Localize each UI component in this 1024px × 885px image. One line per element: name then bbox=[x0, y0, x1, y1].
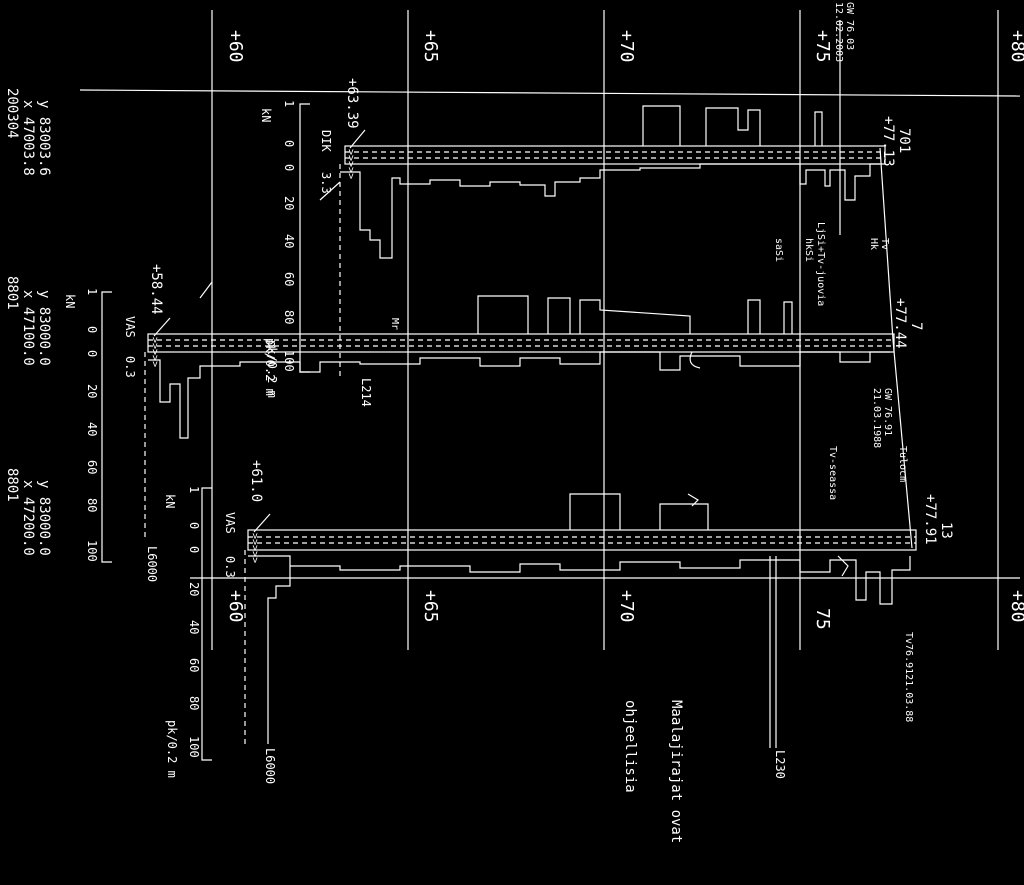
end-mark: VAS bbox=[223, 512, 237, 534]
scale-tick: 100 bbox=[85, 540, 99, 562]
soil-label: LjSi+Tv-juovia bbox=[815, 222, 826, 306]
borehole-8801-a: 8801 x 47100.0 y 83000.0 7 +77.44 +58.44… bbox=[4, 264, 924, 582]
note-label: L6000 bbox=[263, 748, 277, 784]
note-label: L230 bbox=[773, 750, 787, 779]
scale-label: pk/0.2 m bbox=[165, 720, 179, 778]
elevation-grid bbox=[211, 10, 999, 650]
point-number: 701 bbox=[896, 128, 912, 153]
soil-label: Tv bbox=[879, 238, 890, 250]
elevation-label: +70 bbox=[616, 30, 637, 63]
elevation-label: +80 bbox=[1007, 30, 1024, 63]
scale-tick: 40 bbox=[85, 422, 99, 436]
scale-unit: kN bbox=[259, 108, 273, 122]
soil-label: Tulocm bbox=[897, 446, 908, 482]
scale-tick: 40 bbox=[187, 620, 201, 634]
scale-tick: 0 bbox=[187, 522, 201, 529]
elevation-label: +65 bbox=[420, 590, 441, 623]
scale-tick: 80 bbox=[85, 498, 99, 512]
elevation-label: 75 bbox=[812, 608, 833, 630]
gw-marker-label: Tv76.9121.03.88 bbox=[903, 632, 914, 722]
soil-label: saSi bbox=[773, 238, 784, 262]
soil-label: Tv-seassa bbox=[827, 446, 838, 500]
borehole-y-coord: y 83000.0 bbox=[36, 480, 52, 556]
disclaimer-line2: ohjeellisia bbox=[622, 700, 638, 793]
disclaimer: Maalajirajat ovat ohjeellisia bbox=[622, 700, 684, 843]
scale-tick: 80 bbox=[187, 696, 201, 710]
soil-label: Mr bbox=[389, 318, 400, 330]
point-number: 7 bbox=[908, 322, 924, 330]
scale-tick: 60 bbox=[187, 658, 201, 672]
scale-tick: 20 bbox=[187, 582, 201, 596]
scale-label: pk/0.2 m bbox=[263, 338, 277, 396]
scale-unit: kN bbox=[163, 494, 177, 508]
surface-level: +77.13 bbox=[880, 116, 896, 167]
gw-level-label: GW 76.03 bbox=[844, 2, 855, 50]
disclaimer-line1: Maalajirajat ovat bbox=[668, 700, 684, 843]
scale-unit: kN bbox=[63, 294, 77, 308]
borehole-8801-b: 8801 x 47200.0 y 83000.0 13 +77.91 +61.0… bbox=[4, 460, 954, 784]
scale-tick: 0 bbox=[85, 350, 99, 357]
end-level: +61.0 bbox=[248, 460, 264, 502]
scale-tick: 1 bbox=[85, 288, 99, 295]
end-value: 0.3 bbox=[123, 356, 137, 378]
end-mark: VAS bbox=[123, 316, 137, 338]
elevation-label: +60 bbox=[225, 590, 246, 623]
groundwater-annotations: GW 76.03 12.02.2003 GW 76.91 21.03.1988 … bbox=[833, 2, 914, 722]
borehole-y-coord: y 83003.6 bbox=[36, 100, 52, 176]
elevation-label: +75 bbox=[812, 30, 833, 63]
end-level: +58.44 bbox=[148, 264, 164, 315]
end-mark: DIK bbox=[319, 130, 333, 152]
gw-level-label: GW 76.91 bbox=[882, 388, 893, 436]
borehole-x-coord: x 47003.8 bbox=[20, 100, 36, 176]
gw-date-label: 12.02.2003 bbox=[833, 2, 844, 62]
elevation-labels-bottom: +60 +65 +70 75 +80 bbox=[225, 590, 1024, 630]
svg-text:>>>>>: >>>>> bbox=[249, 533, 260, 563]
elevation-label: +60 bbox=[225, 30, 246, 63]
ground-surface-line bbox=[879, 147, 913, 549]
scale-tick: 0 bbox=[282, 164, 296, 171]
scale-tick: 100 bbox=[282, 350, 296, 372]
borehole-y-coord: y 83000.0 bbox=[36, 290, 52, 366]
borehole-id: 200304 bbox=[4, 88, 20, 139]
elevation-labels-top: +60 +65 +70 +75 +80 bbox=[225, 30, 1024, 63]
scale-tick: 40 bbox=[282, 234, 296, 248]
scale-tick: 0 bbox=[282, 140, 296, 147]
scale-label: pk/0.2 m bbox=[265, 340, 279, 398]
scale-tick: 20 bbox=[282, 196, 296, 210]
elevation-label: +65 bbox=[420, 30, 441, 63]
borehole-200304: 200304 x 47003.8 y 83003.6 701 +77.13 +6… bbox=[4, 78, 912, 407]
borehole-x-coord: x 47100.0 bbox=[20, 290, 36, 366]
point-number: 13 bbox=[938, 522, 954, 539]
borehole-id: 8801 bbox=[4, 468, 20, 502]
elevation-label: +80 bbox=[1007, 590, 1024, 623]
scale-tick: 80 bbox=[282, 310, 296, 324]
gw-date-label: 21.03.1988 bbox=[871, 388, 882, 448]
surface-level: +77.44 bbox=[892, 298, 908, 349]
scale-tick: 20 bbox=[85, 384, 99, 398]
end-level: +63.39 bbox=[344, 78, 360, 129]
scale-tick: 100 bbox=[187, 736, 201, 758]
elevation-label: +70 bbox=[616, 590, 637, 623]
svg-text:>>>>>: >>>>> bbox=[345, 149, 356, 179]
note-label: L214 bbox=[359, 378, 373, 407]
scale-tick: 60 bbox=[282, 272, 296, 286]
svg-text:>>>>>: >>>>> bbox=[149, 337, 160, 367]
borehole-x-coord: x 47200.0 bbox=[20, 480, 36, 556]
note-label: L6000 bbox=[145, 546, 159, 582]
borehole-id: 8801 bbox=[4, 276, 20, 310]
scale-tick: 1 bbox=[282, 100, 296, 107]
scale-tick: 60 bbox=[85, 460, 99, 474]
soil-label: hkSi bbox=[803, 238, 814, 262]
scale-tick: 0 bbox=[187, 546, 201, 553]
section-lines bbox=[79, 89, 1021, 579]
soil-label: Hk bbox=[868, 238, 879, 250]
surface-level: +77.91 bbox=[922, 494, 938, 545]
end-value: 0.3 bbox=[223, 556, 237, 578]
scale-tick: 0 bbox=[85, 326, 99, 333]
scale-tick: 1 bbox=[187, 486, 201, 493]
end-value: 3.3 bbox=[319, 172, 333, 194]
